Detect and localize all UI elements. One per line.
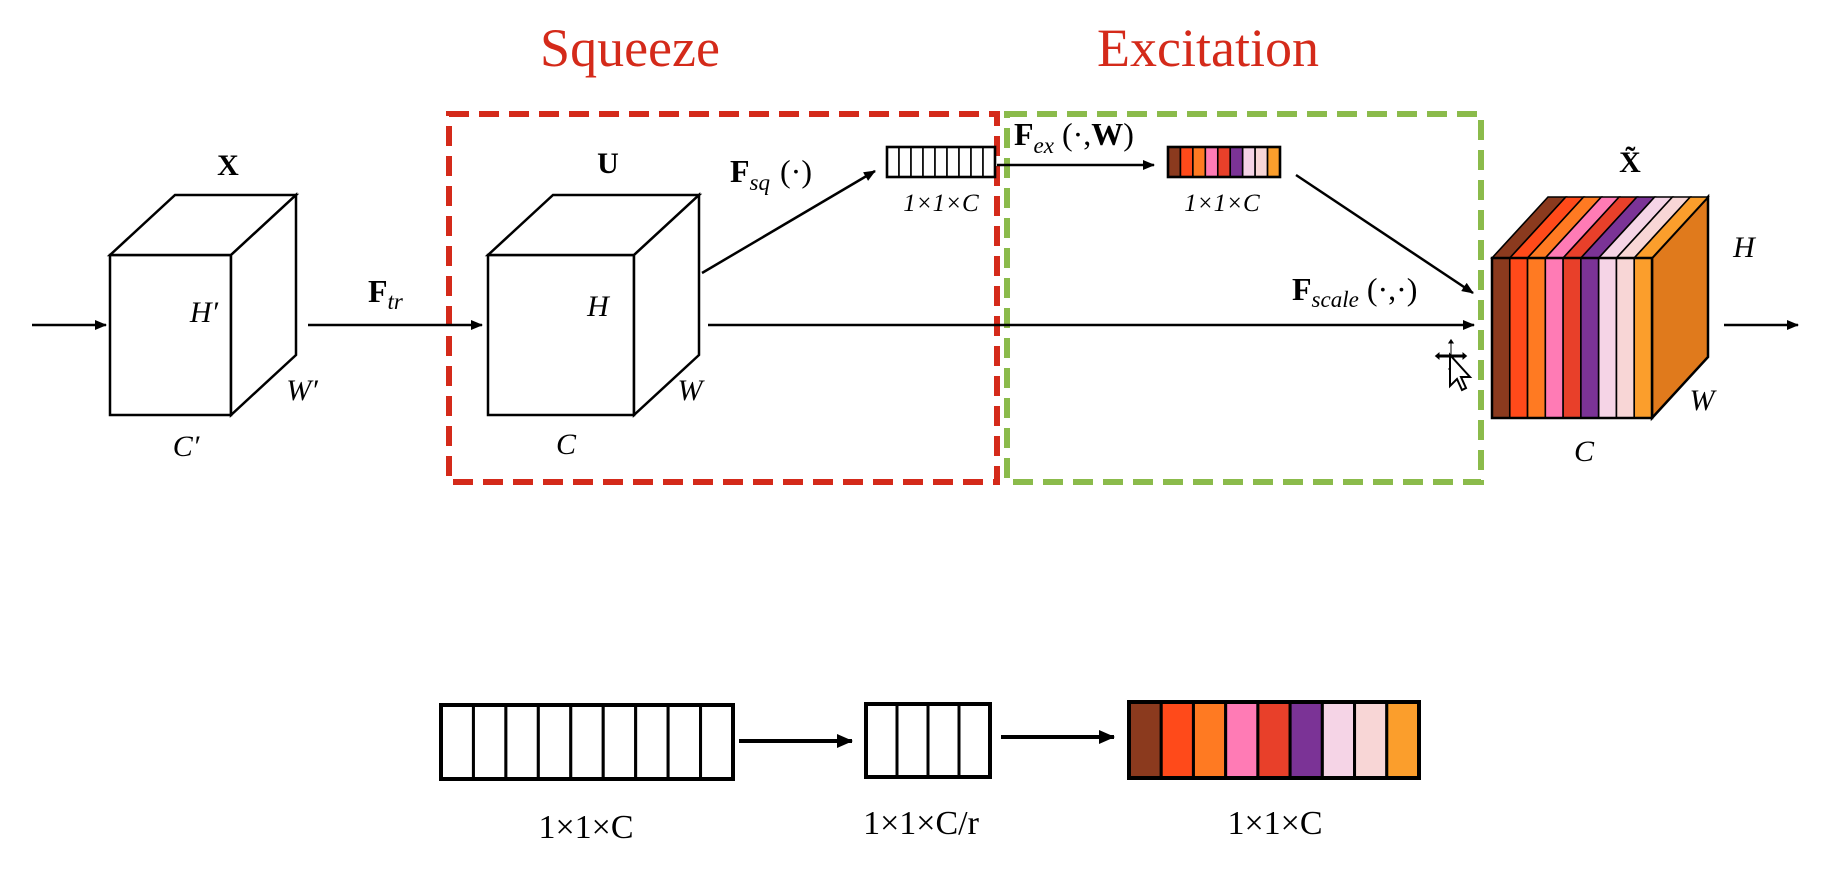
excited-cell [1179,146,1194,178]
bottom-input-label: 1×1×C [538,809,633,846]
x-input-name: X [217,149,239,182]
u-name: U [597,147,619,180]
u-width: W [678,374,706,407]
bottom-output-cell [1320,700,1357,780]
bottom-input-cell [699,703,735,781]
excited-cell [1216,146,1232,178]
bottom-reduced-cell [957,702,992,779]
excited-cell [1266,146,1281,178]
squeezed-cell [958,146,972,178]
x-output-height: H [1732,231,1757,264]
output-cube-front-border [1490,256,1654,420]
bottom-output-label: 1×1×C [1227,805,1322,842]
x-input-channels: C′ [173,430,200,463]
bottom-output-cell [1288,700,1324,780]
u-height: H [586,290,611,323]
excitation-region [1004,111,1484,485]
bottom-output-cell [1385,700,1421,780]
f-scale-label: Fscale(·,·) [1292,271,1417,312]
x-input-height: H′ [189,296,219,329]
output-cube-front-slice [1615,257,1636,419]
excited-vector [1166,145,1282,179]
bottom-output-cell [1256,700,1292,780]
bottom-input-cell [439,703,475,781]
x-output-width: W [1690,384,1718,417]
squeezed-cell [982,146,996,178]
excited-border [1166,145,1282,179]
f-ex-label: Fex(·,W) [1014,116,1134,158]
f-tr-label: Ftr [368,273,404,314]
squeezed-cell [898,146,912,178]
output-cube-front-slice [1597,257,1618,419]
squeeze-title: Squeeze [540,18,720,78]
bottom-input-cell [471,703,508,781]
bottom-output-cell [1353,700,1389,780]
squeezed-cell [910,146,924,178]
bottom-input-cell [504,703,540,781]
bottom-input-cell [536,703,573,781]
output-cube-front-slice [1562,257,1582,419]
squeezed-cell [946,146,960,178]
output-cube-front-slice [1508,257,1529,419]
squeezed-cell [934,146,948,178]
cube-x-output [1490,193,1710,422]
squeezed-cell [922,146,936,178]
bottom-input-cell [666,703,703,781]
excited-vector-label: 1×1×C [1184,190,1260,217]
x-output-name: X̃ [1619,146,1641,179]
x-output-channels: C [1574,435,1595,468]
squeezed-vector [885,145,997,179]
f-sq-arrow [701,169,876,275]
bottom-input-cell [601,703,638,781]
bottom-input-cell [569,703,605,781]
bottom-input-cell [634,703,670,781]
excited-cell [1241,146,1256,178]
bottom-reduced-vector [864,702,992,779]
squeezed-cell [970,146,984,178]
squeezed-vector-label: 1×1×C [903,190,979,217]
excited-cell [1229,146,1244,178]
bottom-reduced-cell [864,702,899,779]
bottom-output-cell [1159,700,1195,780]
output-cube-front-slice [1526,257,1547,419]
excited-cell [1192,146,1207,178]
output-cube-front-slice [1544,257,1564,419]
excited-cell [1204,146,1219,178]
bottom-reduced-label: 1×1×C/r [863,805,979,842]
bottom-input-border [439,703,735,781]
bottom-output-border [1127,700,1421,780]
bottom-reduced-cell [895,702,930,779]
bottom-output-cell [1127,700,1163,780]
squeezed-border [885,145,997,179]
cube-x-input [106,192,300,418]
squeezed-cell [886,146,900,178]
u-channels: C [556,428,577,461]
squeeze-region [446,111,1000,485]
excited-cell [1254,146,1269,178]
bottom-output-cell [1191,700,1228,780]
bottom-reduced-cell [926,702,961,779]
f-sq-label: Fsq(·) [730,153,812,195]
cube-u [484,192,703,418]
bottom-reduced-border [864,702,992,779]
excitation-title: Excitation [1097,18,1319,78]
output-cube-front-slice [1633,257,1653,419]
bottom-output-vector [1127,700,1421,780]
excited-cell [1167,146,1182,178]
x-input-width: W′ [286,374,318,407]
output-cube-front-slice [1491,257,1511,419]
output-cube-front-slice [1580,257,1600,419]
bottom-output-cell [1224,700,1260,780]
move-cursor-icon [1433,337,1473,392]
scale-weights-arrow [1295,173,1474,295]
bottom-input-vector [439,703,735,781]
